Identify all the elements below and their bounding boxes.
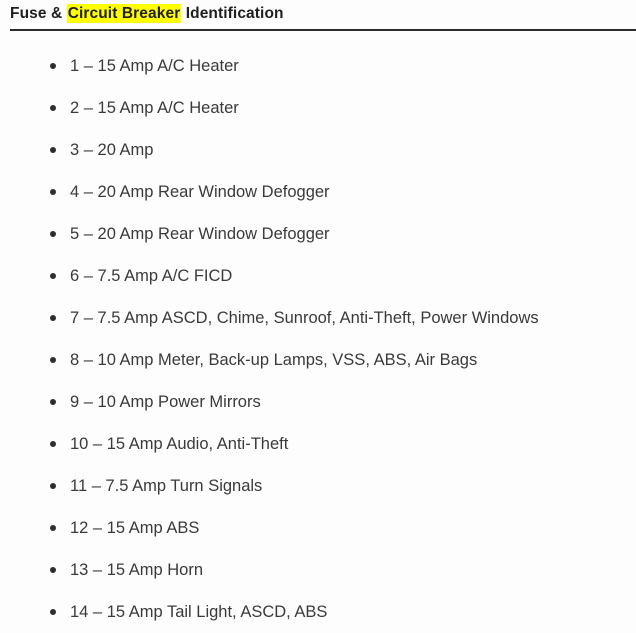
- fuse-list-item-label: 7 – 7.5 Amp ASCD, Chime, Sunroof, Anti-T…: [70, 309, 539, 327]
- page-title-prefix: Fuse &: [10, 5, 67, 22]
- fuse-list-item-label: 8 – 10 Amp Meter, Back-up Lamps, VSS, AB…: [70, 351, 478, 369]
- fuse-list-item-label: 2 – 15 Amp A/C Heater: [70, 99, 239, 117]
- fuse-list-item: 4 – 20 Amp Rear Window Defogger: [0, 171, 636, 213]
- heading-block: Fuse & Circuit Breaker Identification: [0, 0, 636, 31]
- fuse-list-item: 3 – 20 Amp: [0, 129, 636, 171]
- bullet-icon: [50, 399, 56, 405]
- fuse-list-item-label: 14 – 15 Amp Tail Light, ASCD, ABS: [70, 603, 328, 621]
- fuse-list-item: 12 – 15 Amp ABS: [0, 507, 636, 549]
- fuse-list-item-label: 4 – 20 Amp Rear Window Defogger: [70, 183, 330, 201]
- bullet-icon: [50, 357, 56, 363]
- fuse-list-item: 10 – 15 Amp Audio, Anti-Theft: [0, 423, 636, 465]
- bullet-icon: [50, 147, 56, 153]
- bullet-icon: [50, 189, 56, 195]
- fuse-list-item: 13 – 15 Amp Horn: [0, 549, 636, 591]
- fuse-list-item: 5 – 20 Amp Rear Window Defogger: [0, 213, 636, 255]
- bullet-icon: [50, 441, 56, 447]
- bullet-icon: [50, 567, 56, 573]
- fuse-list-item: 2 – 15 Amp A/C Heater: [0, 87, 636, 129]
- bullet-icon: [50, 315, 56, 321]
- bullet-icon: [50, 273, 56, 279]
- fuse-list-item-label: 11 – 7.5 Amp Turn Signals: [70, 477, 263, 495]
- fuse-list-item-label: 6 – 7.5 Amp A/C FICD: [70, 267, 233, 285]
- title-divider: [10, 29, 636, 31]
- bullet-icon: [50, 483, 56, 489]
- fuse-list-item-label: 9 – 10 Amp Power Mirrors: [70, 393, 261, 411]
- page-title-suffix: Identification: [181, 5, 284, 22]
- page-title-highlight: Circuit Breaker: [66, 4, 182, 23]
- fuse-list-item: 8 – 10 Amp Meter, Back-up Lamps, VSS, AB…: [0, 339, 636, 381]
- page-title: Fuse & Circuit Breaker Identification: [10, 4, 636, 24]
- fuse-list-item-label: 12 – 15 Amp ABS: [70, 519, 200, 537]
- fuse-list-item-label: 13 – 15 Amp Horn: [70, 561, 203, 579]
- fuse-list-item-label: 1 – 15 Amp A/C Heater: [70, 57, 239, 75]
- bullet-icon: [50, 63, 56, 69]
- fuse-list-item: 11 – 7.5 Amp Turn Signals: [0, 465, 636, 507]
- fuse-list-item: 7 – 7.5 Amp ASCD, Chime, Sunroof, Anti-T…: [0, 297, 636, 339]
- fuse-list-item: 9 – 10 Amp Power Mirrors: [0, 381, 636, 423]
- bullet-icon: [50, 609, 56, 615]
- fuse-list-item-label: 10 – 15 Amp Audio, Anti-Theft: [70, 435, 289, 453]
- fuse-list-item: 6 – 7.5 Amp A/C FICD: [0, 255, 636, 297]
- fuse-list-item-label: 3 – 20 Amp: [70, 141, 154, 159]
- fuse-list-item: 1 – 15 Amp A/C Heater: [0, 45, 636, 87]
- fuse-list-item: 14 – 15 Amp Tail Light, ASCD, ABS: [0, 591, 636, 633]
- fuse-list: 1 – 15 Amp A/C Heater 2 – 15 Amp A/C Heat…: [0, 45, 636, 633]
- bullet-icon: [50, 525, 56, 531]
- bullet-icon: [50, 231, 56, 237]
- bullet-icon: [50, 105, 56, 111]
- fuse-list-item-label: 5 – 20 Amp Rear Window Defogger: [70, 225, 330, 243]
